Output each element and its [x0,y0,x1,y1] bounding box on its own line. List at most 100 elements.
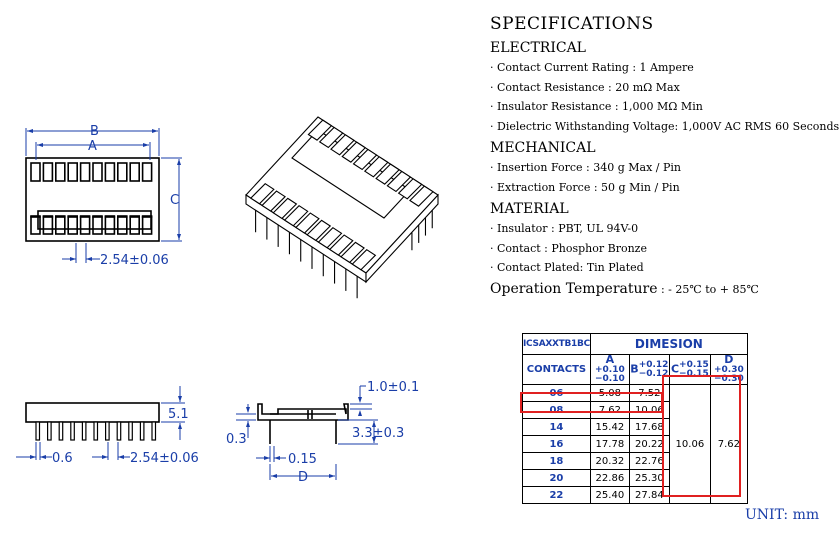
electrical-item: · Dielectric Withstanding Voltage: 1,000… [490,119,839,133]
operation-temperature: Operation Temperature : - 25℃ to + 85℃ [490,278,825,301]
top-view: B A C 2.54±0.06 [25,124,182,268]
iso-contact-cell [341,141,367,163]
electrical-item: · Contact Current Rating : 1 Ampere [490,61,694,74]
col-d-header: D+0.30−0.30 [709,354,748,385]
iso-contact-cell [295,212,320,234]
row-a: 17.78 [589,435,630,453]
material-item: · Contact : Phosphor Bronze [490,241,647,255]
table-row: 22 25.40 27.84 [522,486,748,504]
iso-contact-cell [363,156,389,178]
dim-side-pitch: 2.54±0.06 [130,451,199,466]
top-contact-slot [129,215,140,235]
top-slots-upper [30,162,153,182]
iso-contact-cell [261,190,286,212]
table-row: 16 17.78 20.22 [522,435,748,453]
top-contact-slot [54,162,66,182]
specifications-panel: SPECIFICATIONS ELECTRICAL · Contact Curr… [490,12,839,301]
side-pin [104,421,110,441]
dimension-header: DIMESION [589,333,748,355]
iso-contact-cell [306,219,332,242]
row-contacts: 22 [522,486,591,504]
unit-label: UNIT: mm [745,507,820,523]
row-b: 22.76 [628,452,670,470]
operation-value: : - 25℃ to + 85℃ [657,282,759,296]
part-number: ICSAXXTB1BC [522,333,591,355]
table-row: 14 15.42 17.68 [522,418,748,436]
iso-contact-cell [317,227,343,249]
dimension-table: ICSAXXTB1BC DIMESION CONTACTS A+0.10−0.1… [522,333,748,504]
side-pin [70,421,75,441]
side-view: 5.1 0.6 2.54±0.06 [16,386,199,466]
row-a: 25.40 [589,486,630,504]
top-contact-slot [104,162,116,182]
top-view-center-slot [37,210,152,230]
top-contact-slot [141,215,153,235]
row-contacts: 16 [522,435,591,453]
top-contact-slot [54,215,66,235]
mechanical-item: · Extraction Force : 50 g Min / Pin [490,180,680,194]
table-row: 20 22.86 25.30 [522,469,748,487]
iso-contact-cell [330,134,355,156]
side-pin [81,421,87,441]
iso-contact-cell [283,205,309,227]
dim-a-label: A [88,139,97,154]
top-contact-slot [42,215,54,235]
electrical-item: · Contact Resistance : 20 mΩ Max [490,80,680,94]
material-heading: MATERIAL [490,201,569,217]
top-contact-slot [141,162,153,182]
dim-end-top: 1.0±0.1 [367,380,419,395]
top-contact-slot [67,162,78,182]
row-a: 22.86 [589,469,630,487]
iso-contact-cell [249,183,275,205]
side-pin [46,421,52,441]
top-slots-lower [30,215,153,235]
top-contact-slot [79,215,91,235]
row-contacts: 18 [522,452,591,470]
dim-side-height: 5.1 [168,407,189,422]
top-contact-slot [117,215,128,235]
top-view-body [25,157,160,242]
iso-contact-cell [318,126,344,149]
top-contact-slot [92,215,103,235]
highlight-row-08 [520,392,663,413]
dim-end-d: D [298,470,308,485]
operation-label: Operation Temperature [490,280,658,297]
mechanical-heading: MECHANICAL [490,140,596,156]
electrical-heading: ELECTRICAL [490,40,586,56]
iso-contact-cell [307,119,333,141]
top-contact-slot [104,215,116,235]
top-contact-slot [129,162,140,182]
row-a: 20.32 [589,452,630,470]
dim-end-lead: 3.3±0.3 [352,426,404,441]
top-contact-slot [92,162,103,182]
row-contacts: 14 [522,418,591,436]
end-view: 1.0±0.1 0.3 3.3±0.3 0.15 D [226,380,419,485]
iso-pins [255,210,433,299]
highlight-cd-columns [662,375,741,497]
col-a-header: A+0.10−0.10 [589,354,630,385]
iso-contact-cells [249,119,434,271]
dim-side-pin: 0.6 [52,451,73,466]
row-contacts: 20 [522,469,591,487]
side-pin [139,421,145,441]
mechanical-item: · Insertion Force : 340 g Max / Pin [490,161,682,174]
isometric-view [245,116,439,299]
iso-contact-cell [386,170,412,193]
side-pin [128,421,133,441]
iso-contact-cell [352,148,378,171]
dim-c-label: C [170,193,179,208]
spec-title: SPECIFICATIONS [490,14,654,34]
side-view-body [25,402,160,423]
iso-contact-cell [375,163,400,185]
col-c-header: C+0.15−0.15 [668,354,711,385]
material-item: · Insulator : PBT, UL 94V-0 [490,222,639,235]
side-pin [93,421,99,441]
contacts-header: CONTACTS [522,354,591,385]
iso-contact-cell [351,249,377,271]
side-pin [58,421,64,441]
top-contact-slot [79,162,91,182]
iso-contact-cell [328,234,354,256]
side-pin [35,421,41,441]
dim-top-pitch: 2.54±0.06 [100,253,169,268]
